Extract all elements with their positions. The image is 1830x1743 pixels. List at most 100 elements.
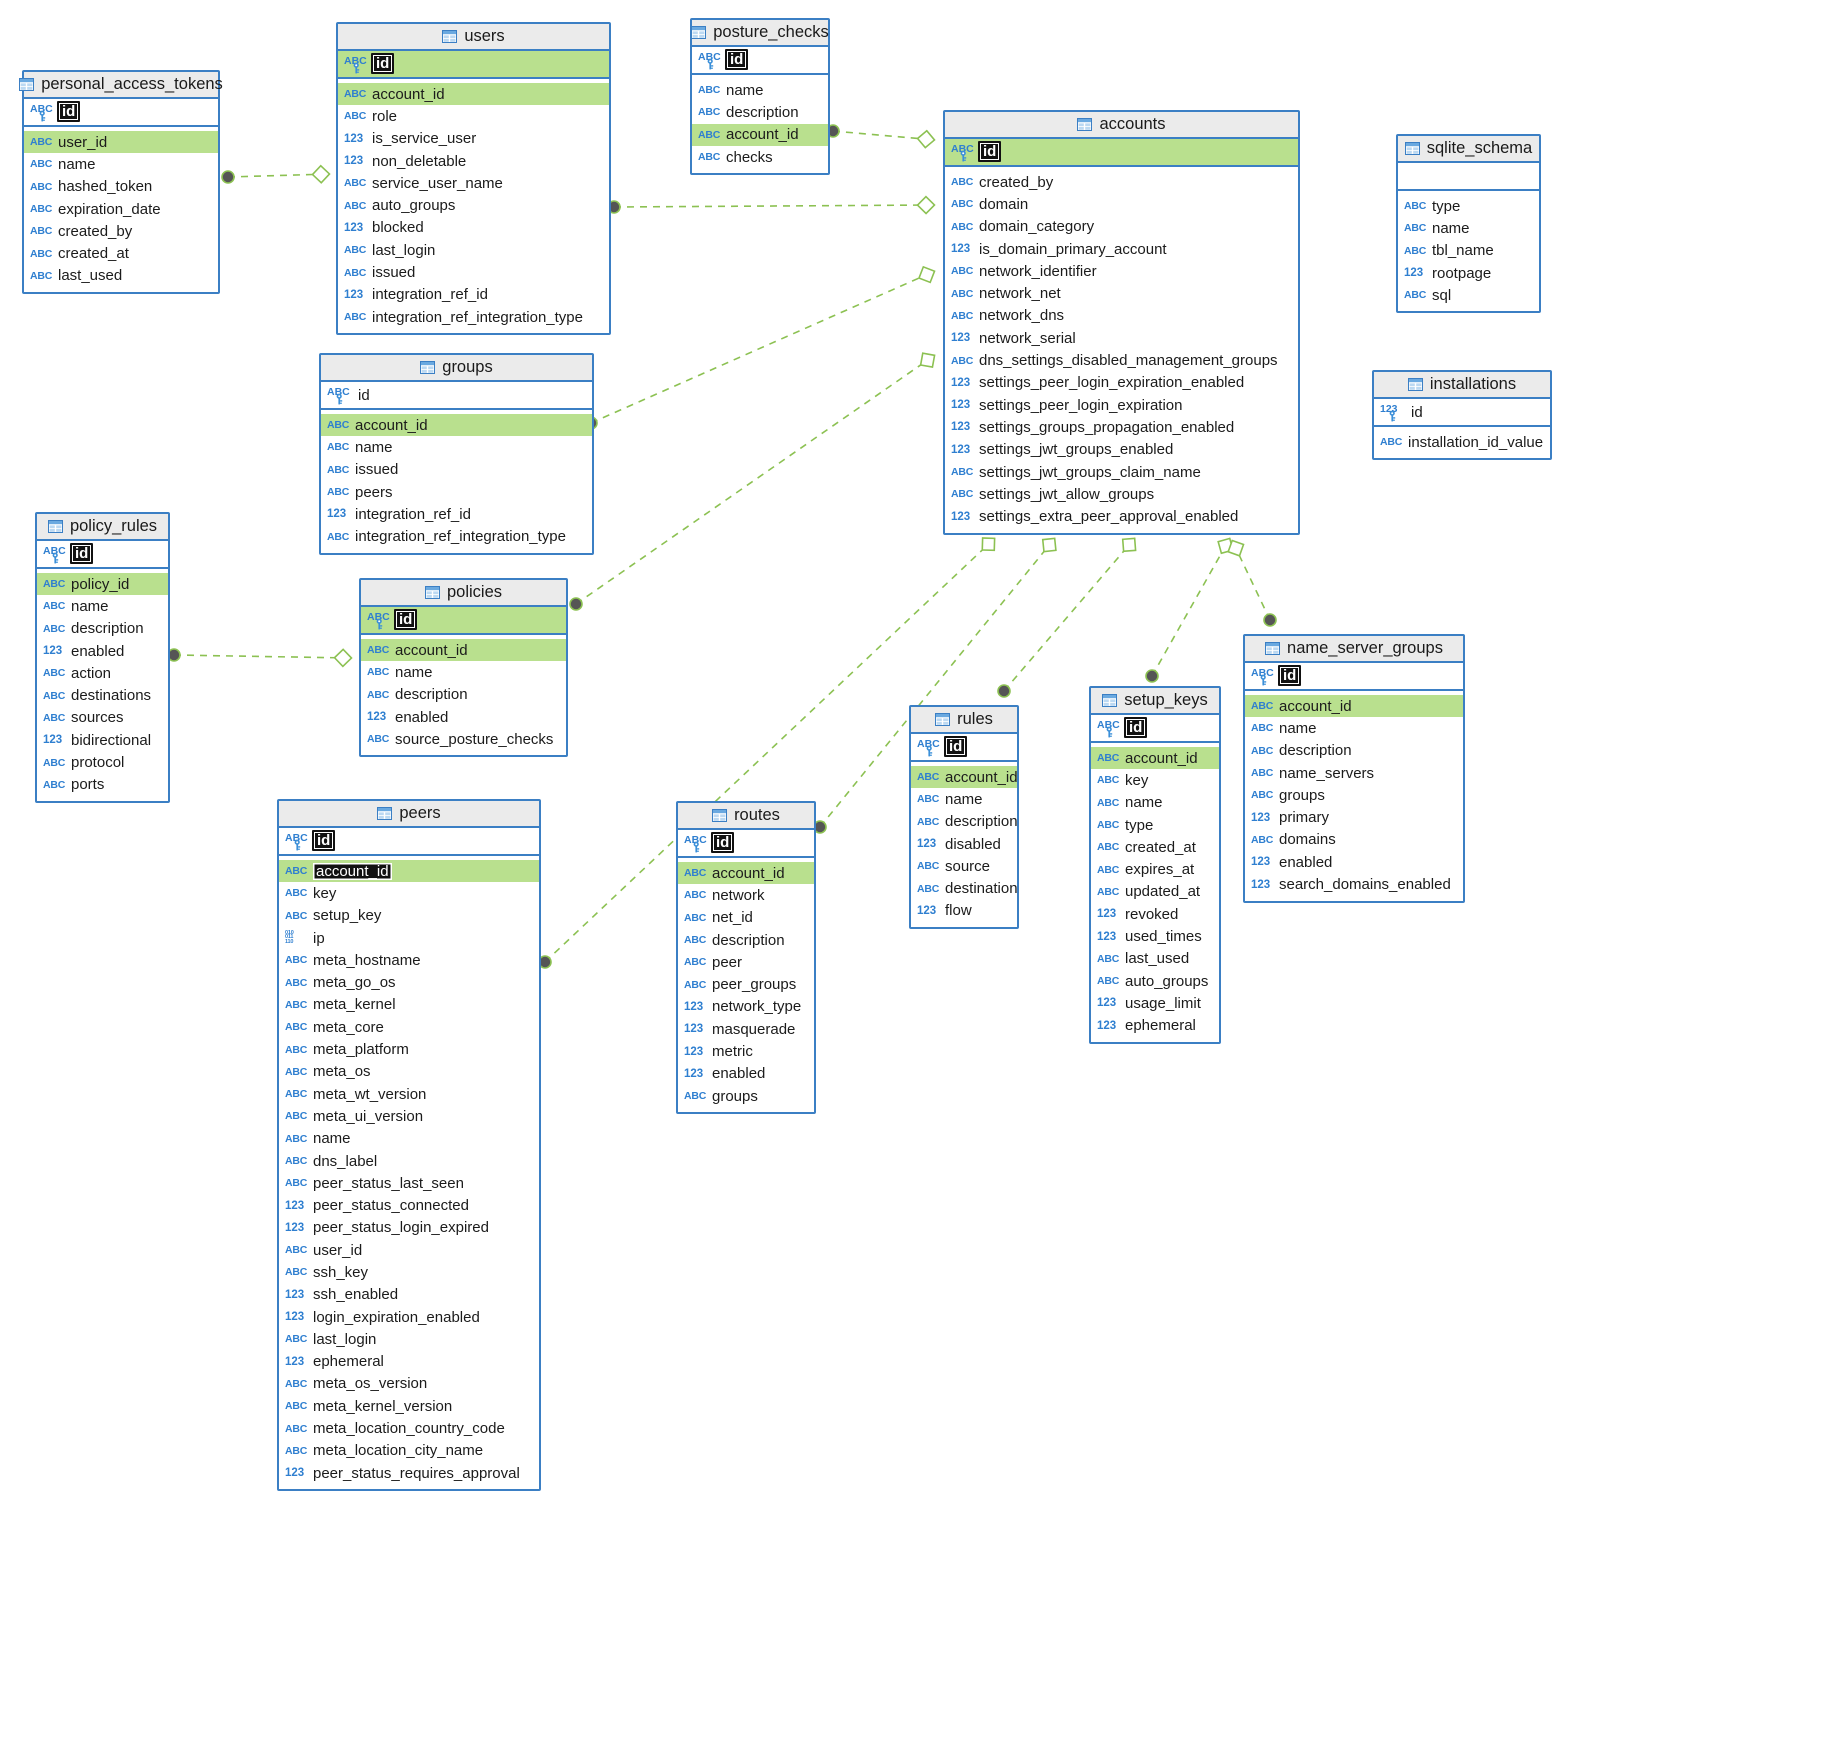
table-header-accounts[interactable]: accounts [945, 112, 1298, 139]
table-header-policy_rules[interactable]: policy_rules [37, 514, 168, 541]
table-header-name_server_groups[interactable]: name_server_groups [1245, 636, 1463, 663]
table-header-posture_checks[interactable]: posture_checks [691, 20, 829, 47]
table-header-rules[interactable]: rules [911, 707, 1017, 734]
table-header-policies[interactable]: policies [361, 580, 566, 607]
table-header-users[interactable]: users [338, 24, 609, 51]
